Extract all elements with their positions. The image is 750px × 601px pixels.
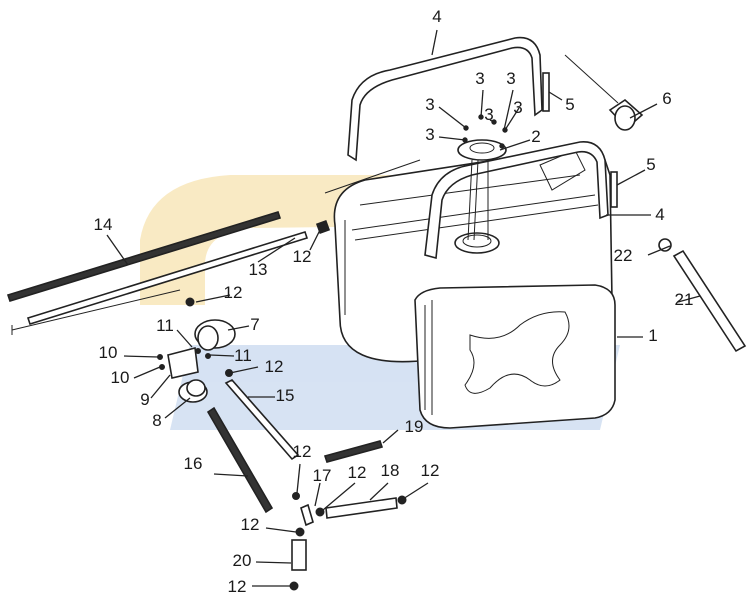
callout-c13: 13: [249, 260, 268, 279]
callout-c5a: 5: [565, 95, 574, 114]
filter-assembly: [157, 297, 236, 403]
fuel-lines-lower: [206, 379, 407, 591]
callout-c12f: 12: [421, 461, 440, 480]
callout-c12h: 12: [228, 577, 247, 596]
callout-c12g: 12: [241, 515, 260, 534]
callout-c22: 22: [614, 246, 633, 265]
callout-c6: 6: [662, 89, 671, 108]
callout-c15: 15: [276, 386, 295, 405]
callout-c2: 2: [531, 127, 540, 146]
callout-c3e: 3: [513, 98, 522, 117]
pipe-right: [658, 238, 747, 353]
callout-c20: 20: [233, 551, 252, 570]
hoses-left: [6, 159, 421, 335]
callout-c12a: 12: [224, 283, 243, 302]
callout-c3a: 3: [475, 69, 484, 88]
callout-c3b: 3: [506, 69, 515, 88]
callout-c16: 16: [184, 454, 203, 473]
callout-c12d: 12: [293, 442, 312, 461]
filler-cap: [564, 54, 644, 131]
tank-strap-rear: [424, 141, 609, 260]
callout-c8: 8: [152, 411, 161, 430]
callout-c5b: 5: [646, 155, 655, 174]
callout-c18: 18: [381, 461, 400, 480]
callout-c1: 1: [648, 326, 657, 345]
callout-c4b: 4: [655, 205, 664, 224]
callout-c10b: 10: [111, 368, 130, 387]
callout-c12b: 12: [293, 247, 312, 266]
callout-c10a: 10: [99, 343, 118, 362]
callout-c19: 19: [405, 417, 424, 436]
callout-c3c: 3: [425, 95, 434, 114]
callout-c11a: 11: [156, 316, 174, 335]
callout-c4a: 4: [432, 7, 441, 26]
leader-lines: [106, 29, 701, 587]
callout-c3f: 3: [425, 125, 434, 144]
callout-c12e: 12: [348, 463, 367, 482]
bolts: [542, 72, 618, 208]
callout-c9: 9: [140, 390, 149, 409]
fuel-tank: [333, 147, 616, 429]
callout-c3d: 3: [484, 105, 493, 124]
callout-c11b: 11: [234, 346, 252, 365]
callout-c17: 17: [313, 466, 332, 485]
callout-c14: 14: [94, 215, 113, 234]
callout-c7: 7: [250, 315, 259, 334]
sender-unit: [457, 114, 508, 241]
tank-strap-front: [347, 36, 543, 162]
callout-c12c: 12: [265, 357, 284, 376]
callout-c21: 21: [675, 290, 694, 309]
